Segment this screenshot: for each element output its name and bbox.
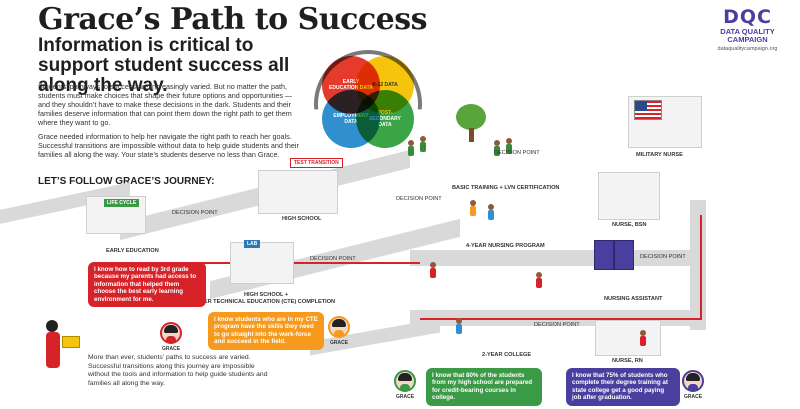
- label-two-year-college: 2-YEAR COLLEGE: [482, 352, 532, 358]
- decision-point-3: DECISION POINT: [494, 150, 540, 156]
- map-icon: [62, 336, 80, 348]
- intro-paragraph-1: Students’ pathways to success are increa…: [38, 82, 293, 127]
- label-cte-line-1: HIGH SCHOOL +: [244, 292, 289, 298]
- life-cycle-sign: LIFE CYCLE: [104, 199, 140, 207]
- label-nurse-rn: NURSE, RN: [612, 358, 643, 364]
- logo-url[interactable]: dataqualitycampaign.org: [717, 46, 778, 52]
- person-icon: [494, 140, 500, 156]
- flag-icon: [634, 100, 662, 120]
- journey-red-line-2: [420, 318, 700, 320]
- label-nurse-bsn: NURSE, BSN: [612, 222, 647, 228]
- grace-avatar: [394, 370, 416, 392]
- test-sign: TEST TRANSITION: [290, 158, 343, 168]
- label-high-school: HIGH SCHOOL: [282, 216, 322, 222]
- nurse-bsn-building: [598, 172, 660, 220]
- logo-mark: DQC: [723, 6, 772, 28]
- data-venn-diagram: EARLY EDUCATION DATA K-12 DATA EMPLOYMEN…: [312, 50, 424, 162]
- person-icon: [456, 318, 462, 334]
- grace-avatar: [160, 322, 182, 344]
- closing-text: More than ever, students’ paths to succe…: [88, 354, 268, 387]
- high-school-building: [258, 170, 338, 214]
- person-icon: [408, 140, 414, 156]
- decision-point-6: DECISION POINT: [640, 254, 686, 260]
- person-icon: [640, 330, 646, 346]
- dqc-logo[interactable]: DQC DATA QUALITY CAMPAIGN dataqualitycam…: [700, 6, 795, 52]
- decision-point-4: DECISION POINT: [310, 256, 356, 262]
- page-subtitle: Information is critical to support stude…: [38, 35, 290, 96]
- decision-point-1: DECISION POINT: [172, 210, 218, 216]
- right-vertical-path: [690, 200, 706, 330]
- quote-cte: I know students who are in my CTE progra…: [208, 312, 324, 350]
- tree-trunk: [469, 128, 474, 142]
- person-icon: [420, 136, 426, 152]
- person-icon: [430, 262, 436, 278]
- intro-paragraph-2: Grace needed information to help her nav…: [38, 132, 299, 159]
- cte-lab-building: [230, 242, 294, 284]
- label-nursing-program: 4-YEAR NURSING PROGRAM: [466, 243, 545, 249]
- person-icon: [470, 200, 476, 216]
- lab-sign: LAB: [244, 240, 261, 248]
- nurse-rn-building: [595, 320, 661, 356]
- label-early-education: EARLY EDUCATION: [106, 248, 159, 254]
- label-nursing-assistant: NURSING ASSISTANT: [604, 296, 663, 302]
- quote-two-year-college: I know that 80% of the students from my …: [426, 368, 542, 406]
- quote-early-education: I know how to read by 3rd grade because …: [88, 262, 206, 308]
- hospital-door-left: [594, 240, 614, 270]
- grace-avatar: [328, 316, 350, 338]
- hospital-door-right: [614, 240, 634, 270]
- decision-point-2: DECISION POINT: [396, 196, 442, 202]
- grace-label: GRACE: [684, 394, 703, 400]
- logo-name-line-1: DATA QUALITY: [720, 27, 775, 36]
- person-icon: [488, 204, 494, 220]
- tree-icon: [456, 104, 486, 130]
- journey-red-line-3: [700, 215, 702, 320]
- quote-nurse-rn: I know that 75% of students who complete…: [566, 368, 680, 406]
- grace-avatar: [682, 370, 704, 392]
- journey-heading: LET’S FOLLOW GRACE’S JOURNEY:: [38, 176, 215, 187]
- person-icon: [536, 272, 542, 288]
- grace-label: GRACE: [396, 394, 415, 400]
- label-military-nurse: MILITARY NURSE: [636, 152, 683, 158]
- person-icon: [506, 138, 512, 154]
- venn-postsecondary: POST-SECONDARY DATA: [356, 90, 414, 148]
- decision-point-5: DECISION POINT: [534, 322, 580, 328]
- label-cte-line-2: CAREER TECHNICAL EDUCATION (CTE) COMPLET…: [188, 299, 336, 305]
- page-title: Grace’s Path to Success: [38, 2, 428, 37]
- grace-label: GRACE: [162, 346, 181, 352]
- label-basic-training: BASIC TRAINING + LVN CERTIFICATION: [452, 185, 560, 191]
- logo-name-line-2: CAMPAIGN: [727, 35, 768, 44]
- grace-label: GRACE: [330, 340, 349, 346]
- grace-figure: [46, 320, 60, 370]
- intro-text: Students’ pathways to success are increa…: [38, 82, 300, 164]
